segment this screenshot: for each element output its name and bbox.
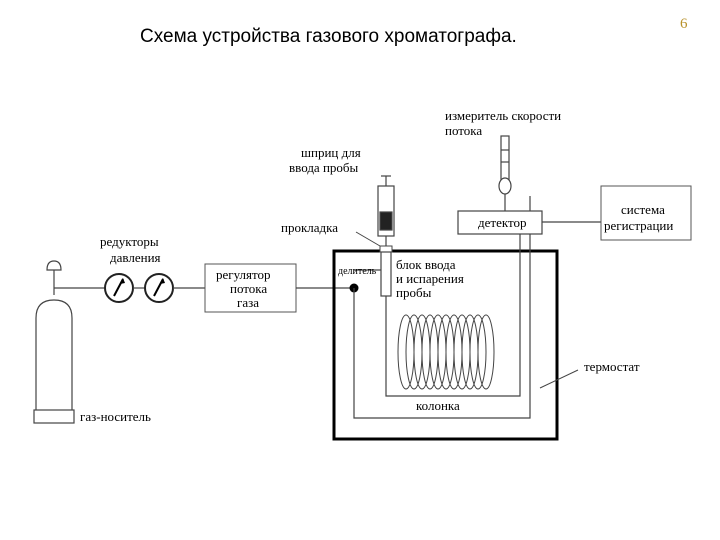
label-thermostat: термостат [584,359,640,374]
label-recorder: регистрации [604,218,673,233]
gasket-leader [355,231,381,247]
thermostat-leader [539,369,579,389]
thermostat-box [332,249,559,441]
gasket [379,245,393,253]
label-flowmeter: потока [445,123,482,138]
label-flowmeter: измеритель скорости [445,108,561,123]
flow-regulator-box [204,263,297,313]
label-carrier-gas: газ-носитель [80,409,151,424]
label-syringe: шприц для [301,145,361,160]
recorder-box [600,185,692,241]
pressure-gauge-2 [144,273,174,303]
column-coil [397,314,495,390]
label-flow-regulator: регулятор [216,267,271,282]
syringe [377,175,395,246]
pressure-gauge-1 [104,273,134,303]
column-line [385,226,521,397]
label-recorder: система [621,202,665,217]
label-splitter: делитель [338,266,377,277]
label-flow-regulator: потока [230,281,267,296]
label-injector: и испарения [396,271,464,286]
injector-block [380,251,392,297]
page-number: 6 [680,16,688,32]
flowmeter [498,135,512,211]
split-line [353,196,531,419]
label-injector: блок ввода [396,257,456,272]
label-flow-regulator: газа [237,295,259,310]
label-pressure-reducers: редукторы [100,234,159,249]
label-detector: детектор [478,215,527,230]
label-gasket: прокладка [281,220,338,235]
label-pressure-reducers: давления [110,250,161,265]
gas-cylinder [33,260,75,424]
label-syringe: ввода пробы [289,160,359,175]
slide-title: Схема устройства газового хроматографа. [140,26,517,47]
label-column: колонка [416,398,460,413]
label-injector: пробы [396,285,432,300]
